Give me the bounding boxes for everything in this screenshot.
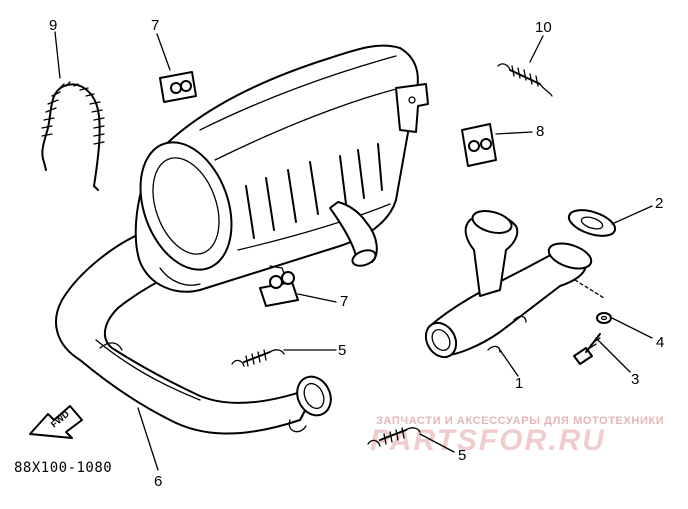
callout-10: 10 (535, 19, 552, 36)
watermark-brand: PARTSFOR.RU (370, 424, 606, 457)
callout-9: 9 (49, 17, 57, 34)
damper-part-7-top (159, 71, 197, 103)
damper-part-7-bottom (259, 271, 299, 307)
spring-part-5-lower (367, 427, 421, 447)
diagram-code: 88X100-1080 (14, 460, 112, 476)
gasket-part-2 (567, 209, 617, 237)
callout-1: 1 (515, 375, 523, 392)
spring-part-9 (41, 81, 105, 191)
callout-8: 8 (536, 123, 544, 140)
damper-part-8 (461, 123, 497, 167)
callout-3: 3 (631, 371, 639, 388)
muffler-body (134, 44, 429, 293)
callout-6: 6 (154, 473, 162, 490)
spring-part-10 (497, 63, 553, 97)
bolt-part-3 (573, 333, 601, 365)
callout-7-bottom: 7 (340, 293, 348, 310)
leader-lines (54, 31, 653, 471)
washer-part-4 (596, 312, 612, 324)
callout-2: 2 (655, 195, 663, 212)
watermark-subtitle: ЗАПЧАСТИ И АКСЕССУАРЫ ДЛЯ МОТОТЕХНИКИ (376, 415, 664, 427)
forward-direction-arrow: FWD (29, 405, 83, 439)
heat-shield-slots (245, 143, 383, 239)
joint-pipe-part-1 (424, 210, 593, 359)
callout-7-top: 7 (151, 17, 159, 34)
spring-part-5-upper (231, 349, 285, 367)
callout-5-upper: 5 (338, 342, 346, 359)
callout-4: 4 (656, 334, 664, 351)
callout-5-lower: 5 (458, 447, 466, 464)
exhaust-pipe-part-6 (55, 229, 332, 435)
